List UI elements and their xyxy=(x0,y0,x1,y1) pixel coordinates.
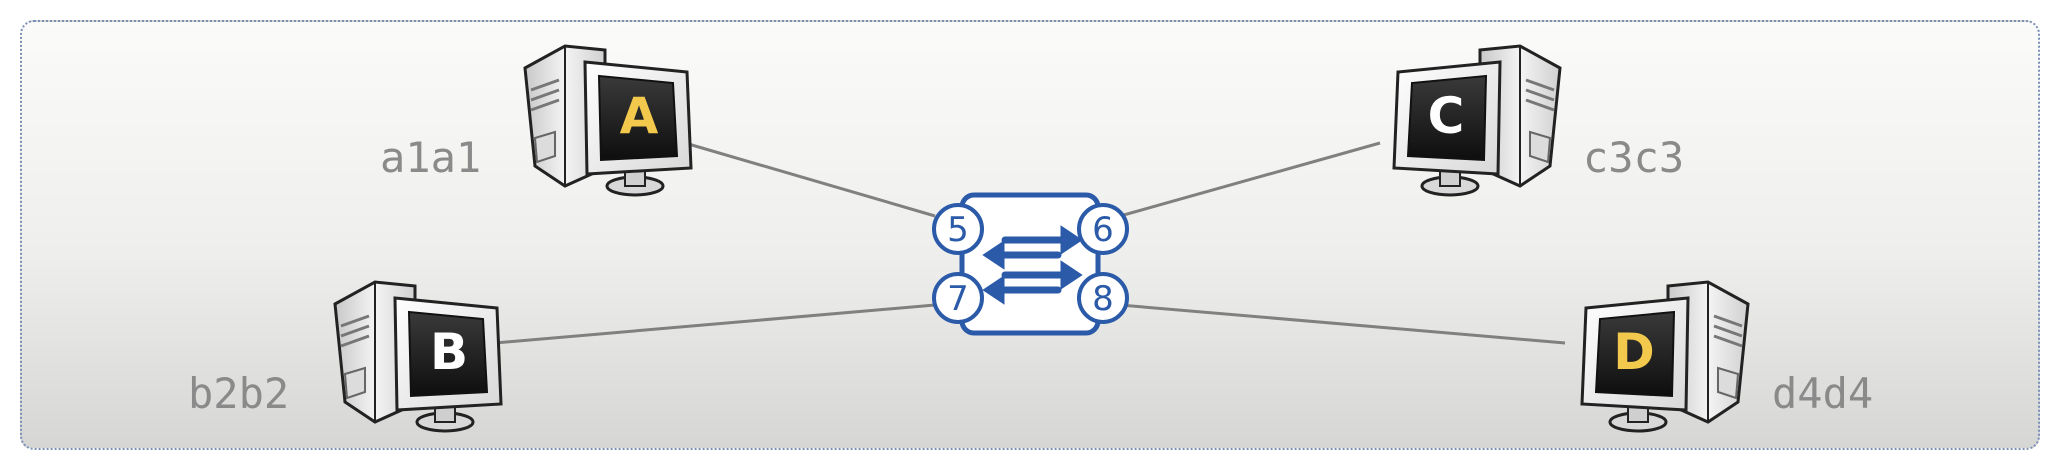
svg-text:8: 8 xyxy=(1092,279,1114,319)
host-b[interactable]: B b2b2 xyxy=(188,280,503,433)
svg-text:D: D xyxy=(1613,323,1655,381)
cable-d-port-8 xyxy=(1119,303,1566,345)
network-switch-icon[interactable]: 5 6 7 8 xyxy=(932,192,1129,336)
desktop-computer-icon: D xyxy=(1580,280,1750,433)
host-a[interactable]: A a1a1 xyxy=(380,44,693,197)
host-d[interactable]: D d4d4 xyxy=(1580,280,1873,433)
cable-c-port-6 xyxy=(1119,141,1381,218)
svg-text:5: 5 xyxy=(947,210,969,250)
host-c-mac-label: c3c3 xyxy=(1583,133,1684,182)
switch-port-5[interactable]: 5 xyxy=(932,203,984,255)
host-d-mac-label: d4d4 xyxy=(1772,369,1873,418)
cable-b-port-7 xyxy=(494,303,936,345)
switch-port-8[interactable]: 8 xyxy=(1077,272,1129,324)
switch-arrows-icon xyxy=(982,225,1083,305)
switch-port-6[interactable]: 6 xyxy=(1077,203,1129,255)
desktop-computer-icon: B xyxy=(333,280,503,433)
desktop-computer-icon: C xyxy=(1392,44,1562,197)
cable-a-port-5 xyxy=(684,141,936,218)
host-c[interactable]: C c3c3 xyxy=(1392,44,1684,197)
desktop-computer-icon: A xyxy=(523,44,693,197)
switch-port-7[interactable]: 7 xyxy=(932,272,984,324)
host-b-mac-label: b2b2 xyxy=(188,369,289,418)
svg-text:6: 6 xyxy=(1092,210,1114,250)
host-a-mac-label: a1a1 xyxy=(380,133,481,182)
svg-text:7: 7 xyxy=(947,279,969,319)
svg-text:A: A xyxy=(620,87,659,145)
svg-text:B: B xyxy=(430,323,468,381)
svg-text:C: C xyxy=(1428,87,1465,145)
